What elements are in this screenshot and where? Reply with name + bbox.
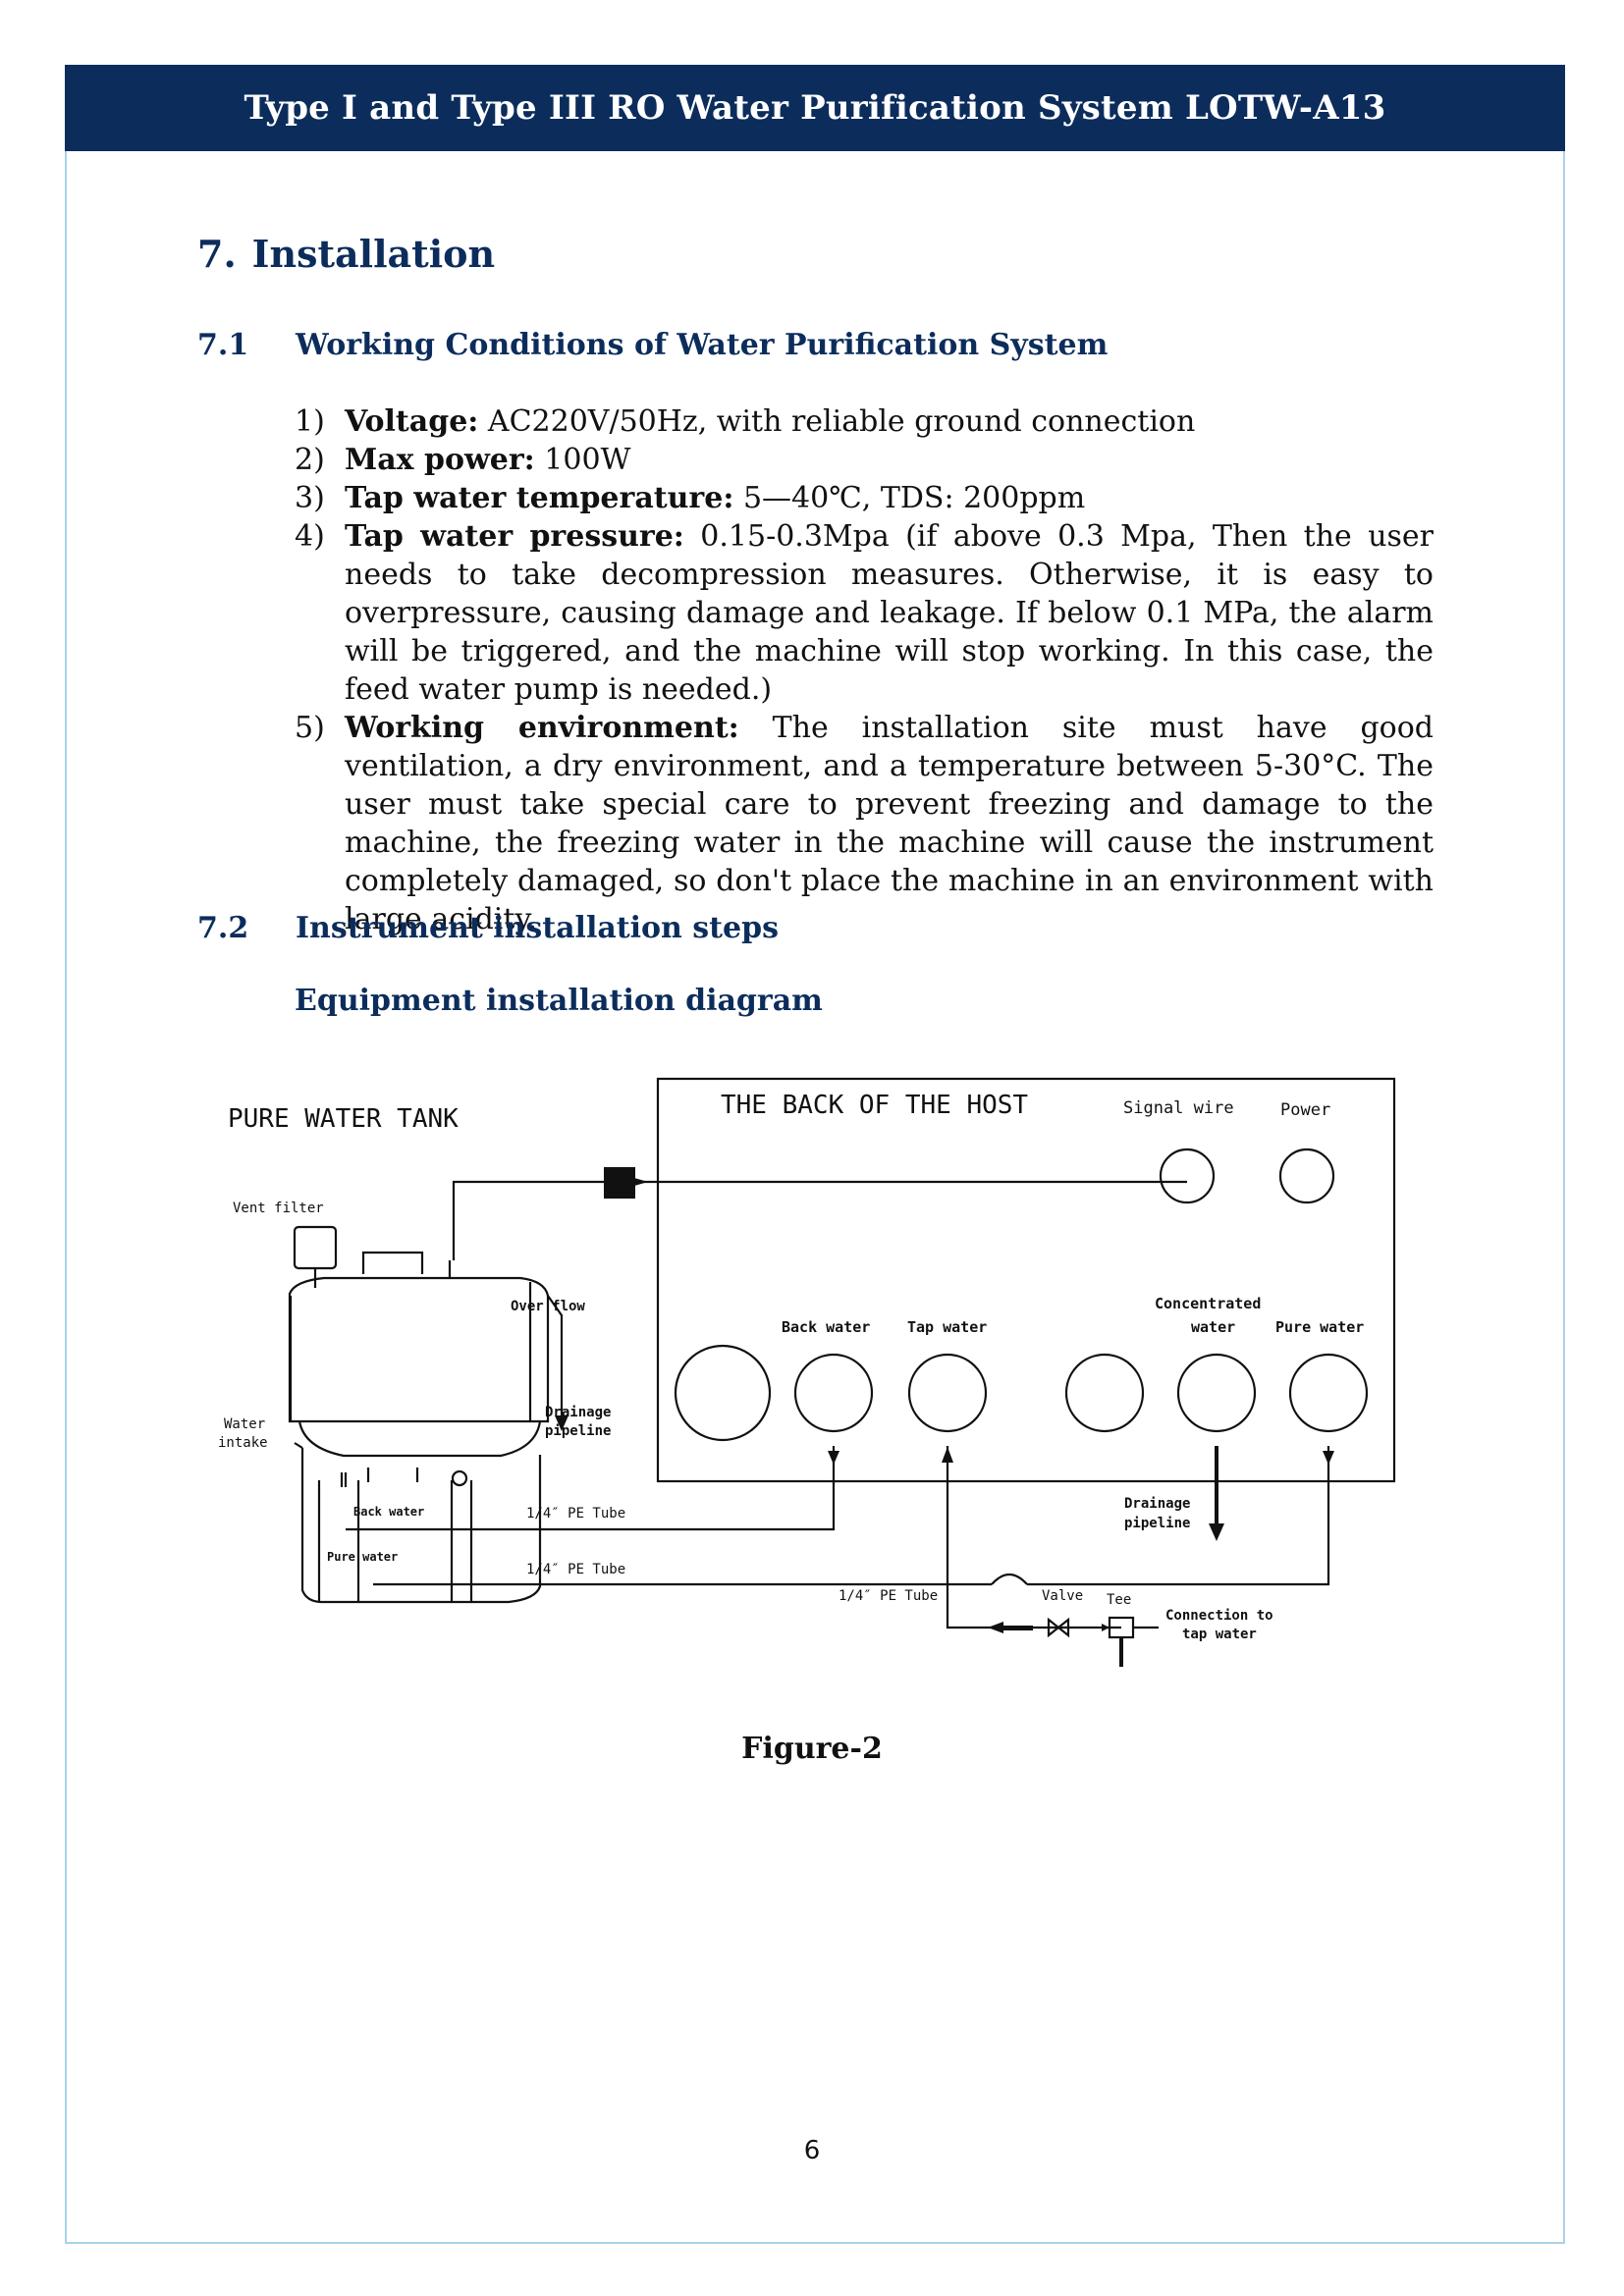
pure-water-tank-label: Pure water <box>327 1550 398 1564</box>
signal-connector-block <box>604 1167 635 1199</box>
back-water-tank-label: Back water <box>353 1505 424 1519</box>
water-intake-label-2: intake <box>218 1435 268 1451</box>
tap-water-pipe <box>946 1446 1121 1629</box>
working-conditions-list: 1) Voltage: AC220V/50Hz, with reliable gr… <box>295 402 1434 938</box>
list-item: 5) Working environment: The installation … <box>295 709 1434 938</box>
item-text: 100W <box>534 443 631 477</box>
document-header: Type I and Type III RO Water Purificatio… <box>65 65 1565 151</box>
connection-label-2: tap water <box>1182 1627 1257 1642</box>
pure-water-pipe-b <box>1027 1446 1330 1586</box>
item-label: Tap water pressure: <box>345 519 684 554</box>
list-item: 3) Tap water temperature: 5—40℃, TDS: 200… <box>295 479 1434 517</box>
subsection-heading-7-2: 7.2 Instrument installation steps <box>197 911 779 945</box>
back-water-pipe <box>346 1446 836 1531</box>
power-label: Power <box>1280 1100 1330 1120</box>
pe-tube-label-3: 1/4″ PE Tube <box>839 1588 938 1604</box>
section-title: Installation <box>251 232 496 276</box>
list-marker: 3) <box>295 481 325 515</box>
item-text: AC220V/50Hz, with reliable ground connec… <box>478 404 1196 439</box>
list-marker: 1) <box>295 404 325 439</box>
concentrated-label-2: water <box>1191 1318 1235 1336</box>
host-port-4 <box>1064 1353 1145 1433</box>
section-number: 7. <box>197 232 237 276</box>
subsection-number: 7.2 <box>197 911 249 945</box>
list-item: 2) Max power: 100W <box>295 441 1434 479</box>
item-label: Voltage: <box>345 404 479 439</box>
page-number: 6 <box>803 2136 821 2165</box>
item-text: The installation site must have good ven… <box>345 711 1435 936</box>
section-heading: 7. Installation <box>197 232 495 276</box>
signal-wire-port <box>1159 1148 1216 1204</box>
tank-title: PURE WATER TANK <box>228 1104 459 1134</box>
pure-water-tank <box>288 1225 550 1604</box>
list-marker: 2) <box>295 443 325 477</box>
valve-symbol <box>1047 1617 1070 1638</box>
list-marker: 4) <box>295 519 325 554</box>
drainage-host-label-1: Drainage <box>1124 1496 1190 1512</box>
list-marker: 5) <box>295 711 325 745</box>
pe-tube-label-1: 1/4″ PE Tube <box>526 1506 625 1522</box>
water-intake-label-1: Water <box>224 1416 265 1432</box>
subsection-heading-7-1: 7.1 Working Conditions of Water Purificat… <box>197 328 1108 362</box>
pipe-crossover <box>991 1573 1028 1585</box>
subsection-title: Instrument installation steps <box>296 911 779 945</box>
header-title: Type I and Type III RO Water Purificatio… <box>244 88 1386 128</box>
power-port <box>1278 1148 1335 1204</box>
subsection-number: 7.1 <box>197 328 249 362</box>
item-label: Working environment: <box>345 711 739 745</box>
signal-wire-label: Signal wire <box>1123 1098 1234 1118</box>
host-title: THE BACK OF THE HOST <box>721 1091 1028 1120</box>
item-text: 0.15-0.3Mpa (if above 0.3 Mpa, Then the … <box>345 519 1435 707</box>
tee-label: Tee <box>1107 1592 1131 1608</box>
diagram-caption: Equipment installation diagram <box>295 984 823 1018</box>
concentrated-water-port <box>1176 1353 1257 1433</box>
item-label: Tap water temperature: <box>345 481 734 515</box>
valve-label: Valve <box>1042 1588 1083 1604</box>
vent-filter-label: Vent filter <box>233 1201 324 1216</box>
connection-label-1: Connection to <box>1165 1608 1273 1624</box>
item-label: Max power: <box>345 443 535 477</box>
pure-water-port <box>1288 1353 1369 1433</box>
host-port-1 <box>674 1344 772 1442</box>
drainage-tank-label-2: pipeline <box>545 1423 611 1439</box>
drainage-tank-label-1: Drainage <box>545 1405 611 1420</box>
over-flow-label: Over flow <box>511 1299 585 1314</box>
tap-water-port-label: Tap water <box>907 1318 987 1336</box>
tap-water-port <box>907 1353 988 1433</box>
installation-diagram: PURE WATER TANK THE BACK OF THE HOST Sig… <box>218 1077 1396 1667</box>
item-text: 5—40℃, TDS: 200ppm <box>733 481 1086 515</box>
back-water-port-label: Back water <box>782 1318 870 1336</box>
back-water-port <box>793 1353 874 1433</box>
subsection-title: Working Conditions of Water Purification… <box>296 328 1109 362</box>
signal-cable <box>452 1180 604 1260</box>
pure-water-port-label: Pure water <box>1275 1318 1364 1336</box>
overflow-pipe <box>547 1295 564 1414</box>
list-item: 1) Voltage: AC220V/50Hz, with reliable gr… <box>295 402 1434 441</box>
drainage-host-label-2: pipeline <box>1124 1516 1190 1531</box>
concentrated-label-1: Concentrated <box>1155 1295 1261 1312</box>
list-item: 4) Tap water pressure: 0.15-0.3Mpa (if ab… <box>295 517 1434 709</box>
figure-caption: Figure-2 <box>741 1732 883 1766</box>
pe-tube-label-2: 1/4″ PE Tube <box>526 1562 625 1577</box>
host-back-panel <box>656 1077 1396 1483</box>
